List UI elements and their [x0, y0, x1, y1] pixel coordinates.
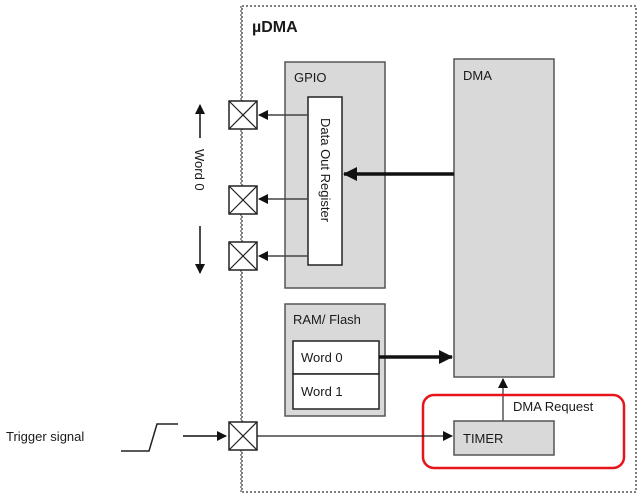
- ram-flash-label: RAM/ Flash: [293, 312, 361, 327]
- timer-block: [453, 420, 555, 456]
- pin-pad-3: [228, 241, 258, 271]
- udma-label: µDMA: [252, 19, 298, 36]
- pin-pad-2: [228, 185, 258, 215]
- trigger-signal-label: Trigger signal: [6, 429, 84, 444]
- dma-block: [453, 58, 555, 378]
- word-span-label: Word 0: [192, 149, 207, 191]
- memory-word-0-label: Word 0: [301, 350, 343, 365]
- trigger-pad: [228, 421, 258, 451]
- gpio-label: GPIO: [294, 70, 327, 85]
- dma-request-label: DMA Request: [513, 399, 594, 414]
- rising-edge-waveform-icon: [121, 423, 178, 452]
- dma-label: DMA: [463, 68, 492, 83]
- timer-highlight: [421, 393, 626, 470]
- data-out-register: [307, 96, 343, 266]
- timer-label: TIMER: [463, 431, 503, 446]
- memory-word-1: [292, 373, 380, 410]
- memory-word-0: [292, 340, 380, 375]
- data-out-register-label: Data Out Register: [318, 118, 333, 223]
- memory-word-1-label: Word 1: [301, 384, 343, 399]
- pin-pad-1: [228, 100, 258, 130]
